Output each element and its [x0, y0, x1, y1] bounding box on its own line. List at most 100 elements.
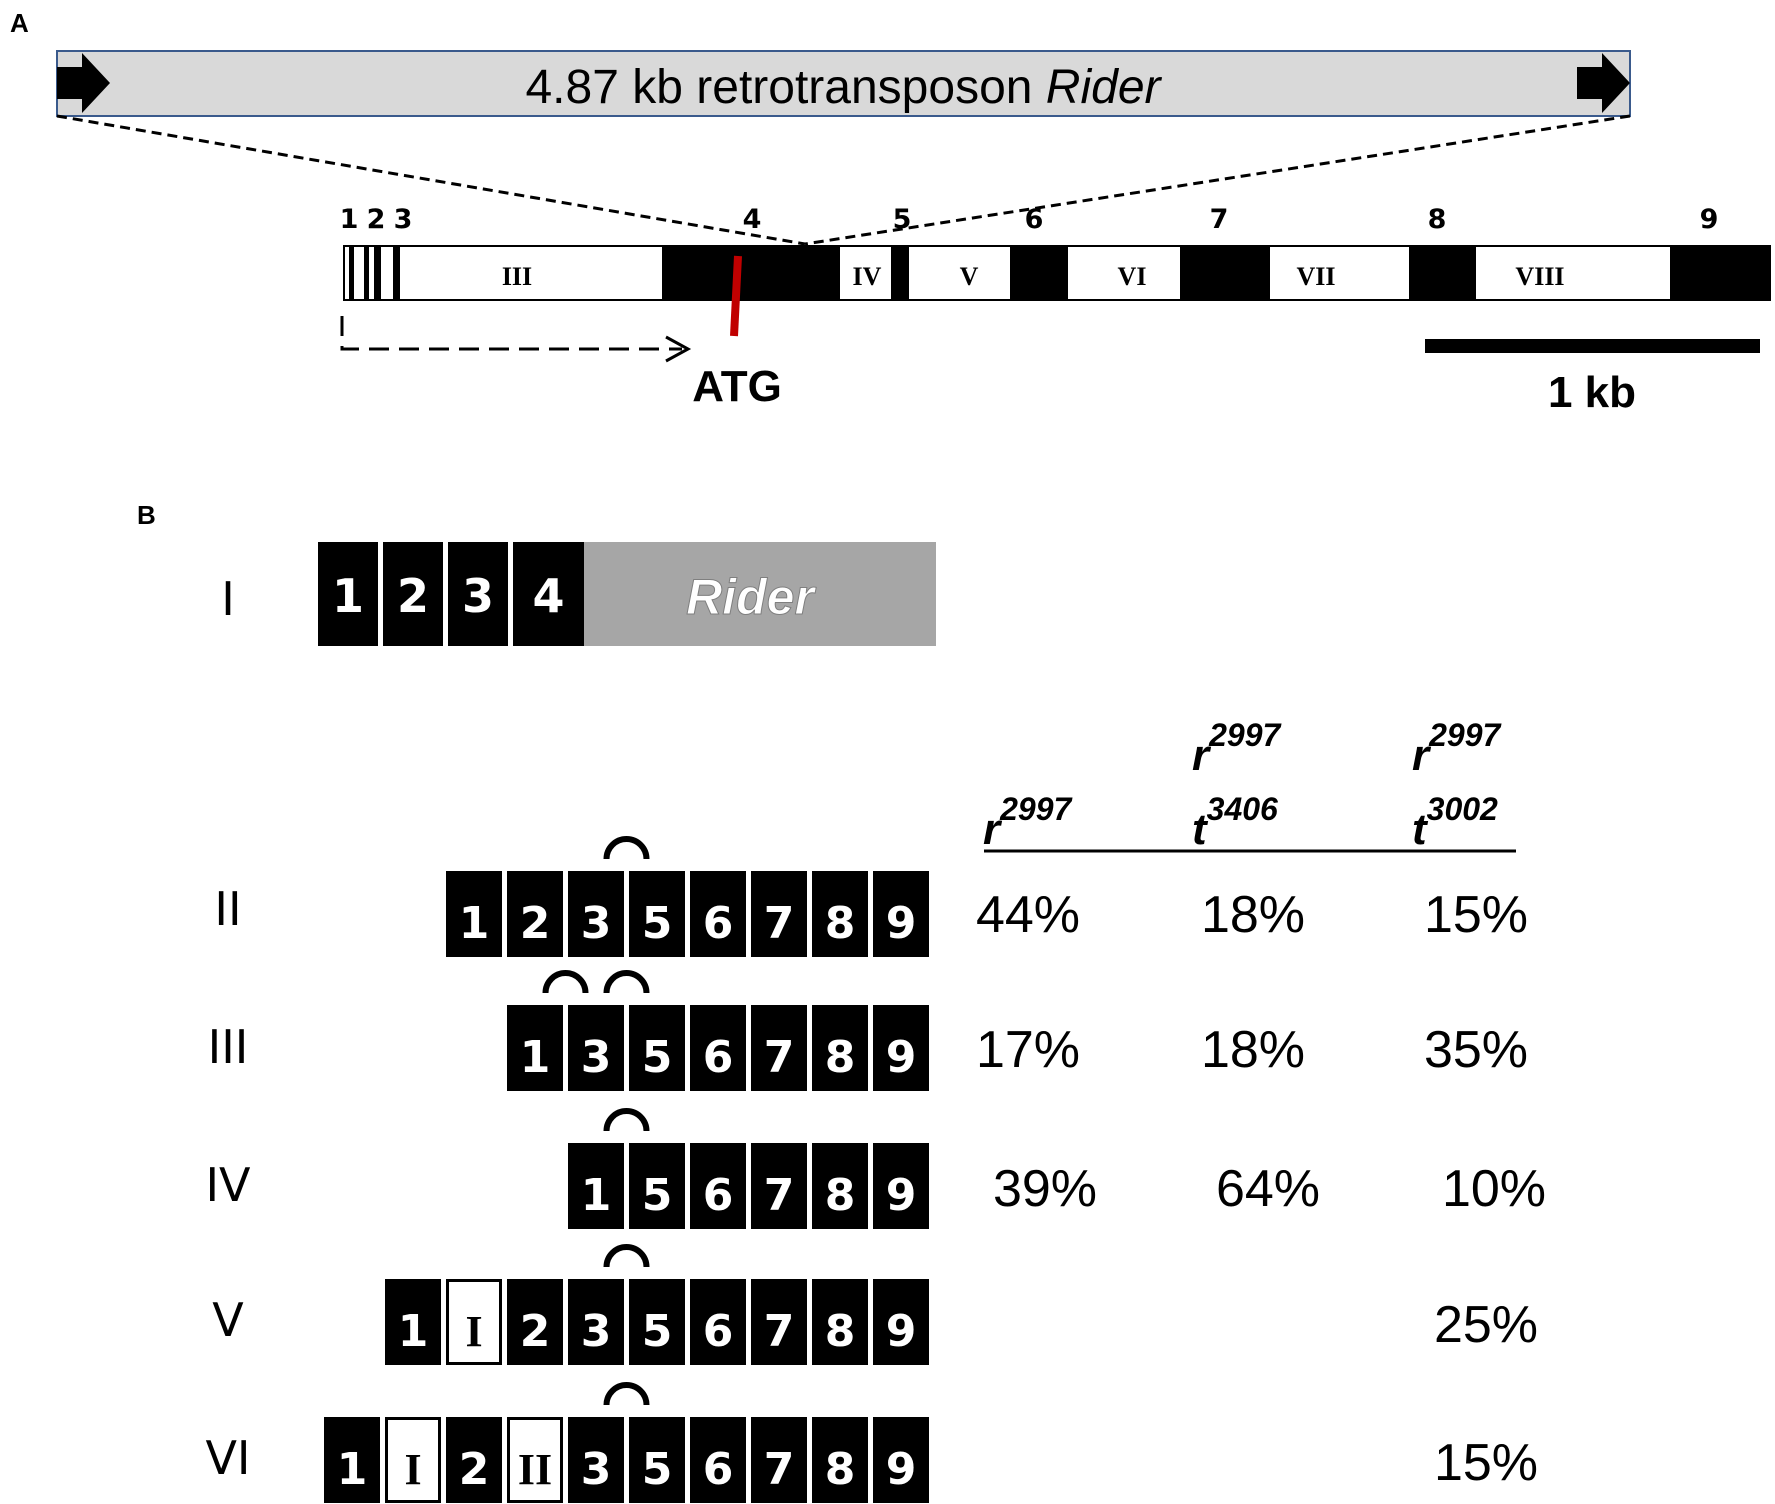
- exon-number-7: 7: [1210, 204, 1229, 235]
- isoform-i-exon-label: 1: [332, 569, 364, 623]
- rider-bar: 4.87 kb retrotransposon Rider: [56, 50, 1631, 117]
- exon-box-label: 5: [642, 1170, 673, 1221]
- exon-blocks: [349, 246, 1770, 300]
- ltr-right-arrow-icon: [1577, 53, 1630, 113]
- isoform-i-exon-box: [383, 542, 443, 646]
- intron-box-label: I: [465, 1307, 482, 1356]
- exon-box: [812, 1417, 868, 1503]
- exon-box-label: 3: [581, 898, 612, 949]
- exon-box-label: 8: [825, 1444, 856, 1495]
- exon-number-1: 1: [340, 204, 359, 235]
- col-header-3-line2: t3002: [1412, 791, 1498, 854]
- exon-box: [507, 1005, 563, 1091]
- exon-box-label: 9: [886, 1306, 917, 1357]
- exon-box: [873, 871, 929, 957]
- exon-box-label: 7: [764, 898, 795, 949]
- exon-box: [751, 1279, 807, 1365]
- rider-bar-label: 4.87 kb retrotransposon Rider: [525, 61, 1162, 114]
- percentage-value: 15%: [1434, 1434, 1538, 1492]
- exon-box-label: 1: [581, 1170, 612, 1221]
- exon-box-label: 9: [886, 1032, 917, 1083]
- exon-box: [629, 1417, 685, 1503]
- isoform-i-exon-box: [448, 542, 508, 646]
- gene-structure: 1 2 3 4 5 6 7 8 9 III IV V VI VII VIII: [340, 204, 1771, 337]
- isoform-row-label: VI: [205, 1431, 250, 1485]
- exon-box-label: 3: [581, 1444, 612, 1495]
- splice-junction-arc-icon: [603, 1108, 650, 1132]
- exon-box: [568, 1143, 624, 1229]
- exon-box: [690, 871, 746, 957]
- exon-1: [349, 246, 354, 300]
- exon-box: [629, 871, 685, 957]
- exon-box: [568, 1005, 624, 1091]
- splice-junction-arc-icon: [603, 836, 650, 860]
- exon-box: [446, 871, 502, 957]
- exon-box-label: 6: [703, 1170, 734, 1221]
- exon-box: [812, 1005, 868, 1091]
- exon-box-label: 9: [886, 898, 917, 949]
- isoform-i-exon-label: 2: [397, 569, 429, 623]
- exon-number-5: 5: [893, 204, 912, 235]
- column-headers: r2997 r2997 t3406 r2997 t3002: [983, 717, 1503, 854]
- exon-box: [751, 871, 807, 957]
- intron-retention-box: [507, 1417, 563, 1503]
- exon-box-label: 6: [703, 898, 734, 949]
- exon-7: [1180, 246, 1270, 300]
- exon-box-label: 2: [520, 898, 551, 949]
- atg-label: ATG: [692, 362, 782, 411]
- exon-box-label: 8: [825, 1306, 856, 1357]
- exon-box: [690, 1417, 746, 1503]
- exon-box-label: 3: [581, 1032, 612, 1083]
- percentage-value: 15%: [1424, 886, 1528, 944]
- percentage-value: 39%: [993, 1160, 1097, 1218]
- exon-box: [568, 1417, 624, 1503]
- intron-label-iii: III: [502, 262, 532, 291]
- isoform-i-label: I: [221, 572, 235, 626]
- exon-box: [873, 1005, 929, 1091]
- rider-bar-rect: [56, 50, 1631, 117]
- exon-box: [446, 1417, 502, 1503]
- exon-box: [385, 1279, 441, 1365]
- col-header-1: r2997: [983, 791, 1074, 854]
- exon-box-label: 6: [703, 1032, 734, 1083]
- exon-box-label: 5: [642, 1444, 673, 1495]
- exon-box: [629, 1143, 685, 1229]
- exon-box: [629, 1279, 685, 1365]
- percentage-value: 35%: [1424, 1021, 1528, 1079]
- exon-number-labels: 1 2 3 4 5 6 7 8 9: [340, 204, 1719, 235]
- exon-box: [507, 871, 563, 957]
- exon-number-8: 8: [1428, 204, 1447, 235]
- exon-number-9: 9: [1700, 204, 1719, 235]
- exon-box: [324, 1417, 380, 1503]
- exon-box-label: 1: [459, 898, 490, 949]
- isoform-row-label: V: [212, 1293, 244, 1347]
- exon-box-label: 9: [886, 1444, 917, 1495]
- exon-box: [812, 1279, 868, 1365]
- exon-box: [873, 1417, 929, 1503]
- exon-2b: [374, 246, 381, 300]
- percentage-value: 18%: [1201, 886, 1305, 944]
- percentage-value: 17%: [976, 1021, 1080, 1079]
- scale-label: 1 kb: [1548, 368, 1636, 417]
- exon-box-label: 2: [520, 1306, 551, 1357]
- exon-box: [751, 1417, 807, 1503]
- percentage-value: 10%: [1442, 1160, 1546, 1218]
- exon-number-6: 6: [1025, 204, 1044, 235]
- percentage-value: 44%: [976, 886, 1080, 944]
- transcription-start-arrow: [340, 316, 692, 363]
- exon-box: [629, 1005, 685, 1091]
- intron-label-vii: VII: [1296, 262, 1335, 291]
- atg-marker: [730, 255, 742, 337]
- panel-a-label: A: [10, 8, 29, 38]
- exon-box: [690, 1005, 746, 1091]
- panel-b-label: B: [137, 500, 156, 530]
- col-header-2-line2: t3406: [1192, 791, 1278, 854]
- percentage-value: 18%: [1201, 1021, 1305, 1079]
- exon-box-label: 7: [764, 1444, 795, 1495]
- isoform-i-exon-label: 3: [462, 569, 494, 623]
- exon-box-label: 7: [764, 1032, 795, 1083]
- exon-number-2: 2: [367, 204, 386, 235]
